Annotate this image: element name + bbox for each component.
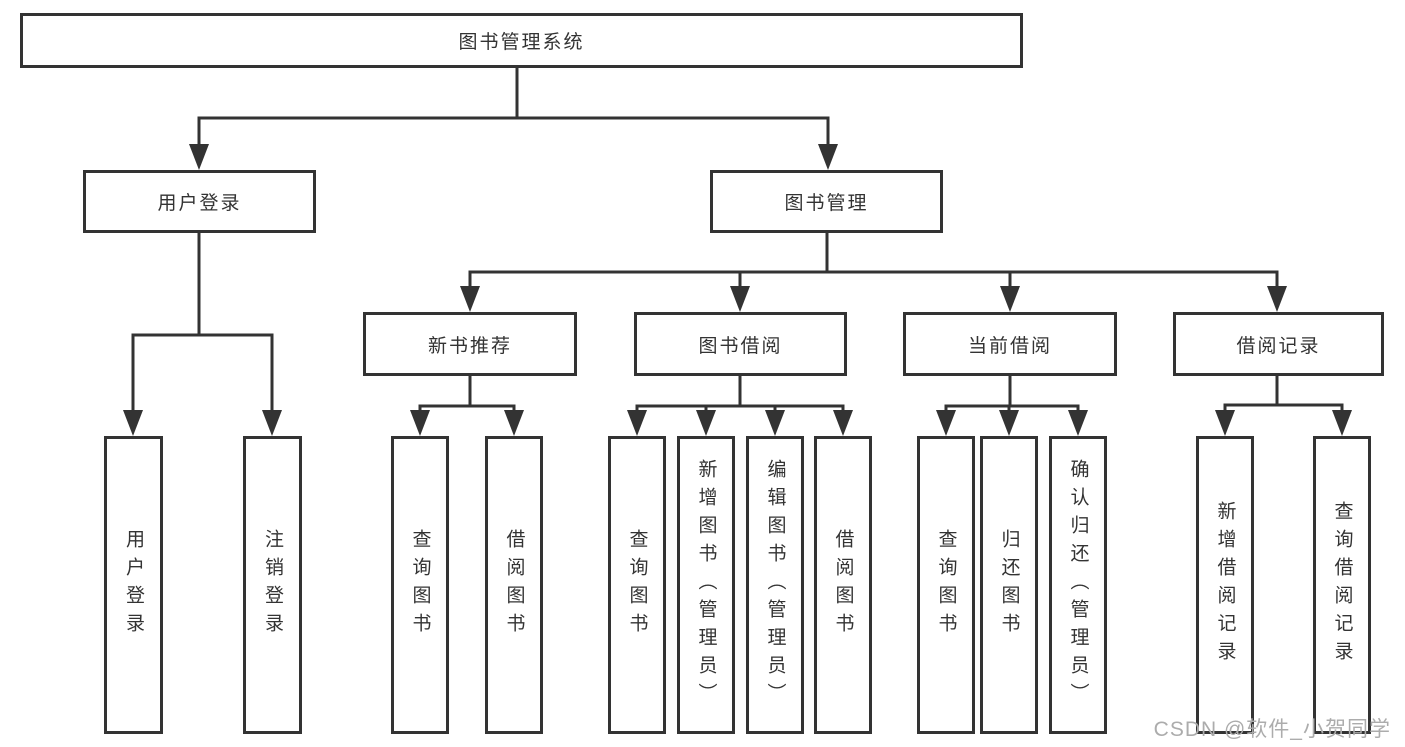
- leaf-add-book-admin: 新增图书（管理员）: [677, 436, 735, 734]
- leaf-confirm-return-admin: 确认归还（管理员）: [1049, 436, 1107, 734]
- arrowhead-icon: [262, 410, 282, 436]
- leaf-query-borrow-record: 查询借阅记录: [1313, 436, 1371, 734]
- leaf-query-borrow-record-label: 查询借阅记录: [1331, 501, 1353, 669]
- leaf-confirm-return-admin-label: 确认归还（管理员）: [1067, 459, 1089, 711]
- leaf-return-book-label: 归还图书: [998, 529, 1020, 641]
- arrowhead-icon: [696, 410, 716, 436]
- connector-userlogin-bar: [131, 333, 274, 432]
- connector-borrow-bar: [635, 404, 845, 432]
- leaf-user-login: 用户登录: [104, 436, 163, 734]
- node-root-label: 图书管理系统: [458, 32, 585, 53]
- leaf-add-borrow-record: 新增借阅记录: [1196, 436, 1254, 734]
- leaf-return-book: 归还图书: [980, 436, 1038, 734]
- leaf-query-books-recommend: 查询图书: [391, 436, 449, 734]
- leaf-borrow-books-recommend-label: 借阅图书: [503, 529, 525, 641]
- arrowhead-icon: [504, 410, 524, 436]
- leaf-add-borrow-record-label: 新增借阅记录: [1214, 501, 1236, 669]
- leaf-user-login-label: 用户登录: [123, 529, 144, 641]
- arrowhead-icon: [1215, 410, 1235, 436]
- arrowhead-icon: [999, 410, 1019, 436]
- node-new-book-recommend: 新书推荐: [363, 312, 577, 376]
- leaf-borrow-books-recommend: 借阅图书: [485, 436, 543, 734]
- leaf-borrow-books-borrowing-label: 借阅图书: [832, 529, 854, 641]
- leaf-query-books-current-label: 查询图书: [935, 529, 957, 641]
- node-user-login-label: 用户登录: [157, 193, 242, 214]
- node-current-borrowing-label: 当前借阅: [967, 335, 1052, 357]
- arrowhead-icon: [765, 410, 785, 436]
- arrowhead-icon: [410, 410, 430, 436]
- leaf-query-books-current: 查询图书: [917, 436, 975, 734]
- leaf-logout: 注销登录: [243, 436, 302, 734]
- node-user-login: 用户登录: [83, 170, 316, 233]
- arrowheads: [123, 144, 1352, 436]
- watermark: CSDN @软件_小贺同学: [1153, 718, 1391, 741]
- connector-bookmgmt-bar: [468, 270, 1279, 308]
- leaf-query-books-borrowing-label: 查询图书: [626, 529, 648, 641]
- arrowhead-icon: [627, 410, 647, 436]
- leaf-query-books-borrowing: 查询图书: [608, 436, 666, 734]
- leaf-add-book-admin-label: 新增图书（管理员）: [695, 459, 717, 711]
- leaf-edit-book-admin-label: 编辑图书（管理员）: [764, 459, 786, 711]
- arrowhead-icon: [1332, 410, 1352, 436]
- node-borrowing-records-label: 借阅记录: [1236, 335, 1321, 357]
- connector-records-bar: [1223, 403, 1344, 432]
- arrowhead-icon: [1267, 286, 1287, 312]
- arrowhead-icon: [936, 410, 956, 436]
- node-book-management: 图书管理: [710, 170, 943, 233]
- node-root: 图书管理系统: [20, 13, 1023, 68]
- arrowhead-icon: [123, 410, 143, 436]
- node-current-borrowing: 当前借阅: [903, 312, 1117, 376]
- leaf-edit-book-admin: 编辑图书（管理员）: [746, 436, 804, 734]
- leaf-query-books-recommend-label: 查询图书: [409, 529, 431, 641]
- node-borrowing-records: 借阅记录: [1173, 312, 1384, 376]
- arrowhead-icon: [460, 286, 480, 312]
- node-new-book-recommend-label: 新书推荐: [427, 335, 512, 357]
- arrowhead-icon: [833, 410, 853, 436]
- node-book-borrowing-label: 图书借阅: [698, 335, 783, 357]
- arrowhead-icon: [1000, 286, 1020, 312]
- arrowhead-icon: [730, 286, 750, 312]
- leaf-borrow-books-borrowing: 借阅图书: [814, 436, 872, 734]
- arrowhead-icon: [818, 144, 838, 170]
- node-book-borrowing: 图书借阅: [634, 312, 847, 376]
- arrowhead-icon: [189, 144, 209, 170]
- arrowhead-icon: [1068, 410, 1088, 436]
- leaf-logout-label: 注销登录: [262, 529, 283, 641]
- connector-newbook-bar: [418, 404, 516, 432]
- node-book-management-label: 图书管理: [784, 193, 869, 214]
- connector-root-bar: [197, 116, 830, 166]
